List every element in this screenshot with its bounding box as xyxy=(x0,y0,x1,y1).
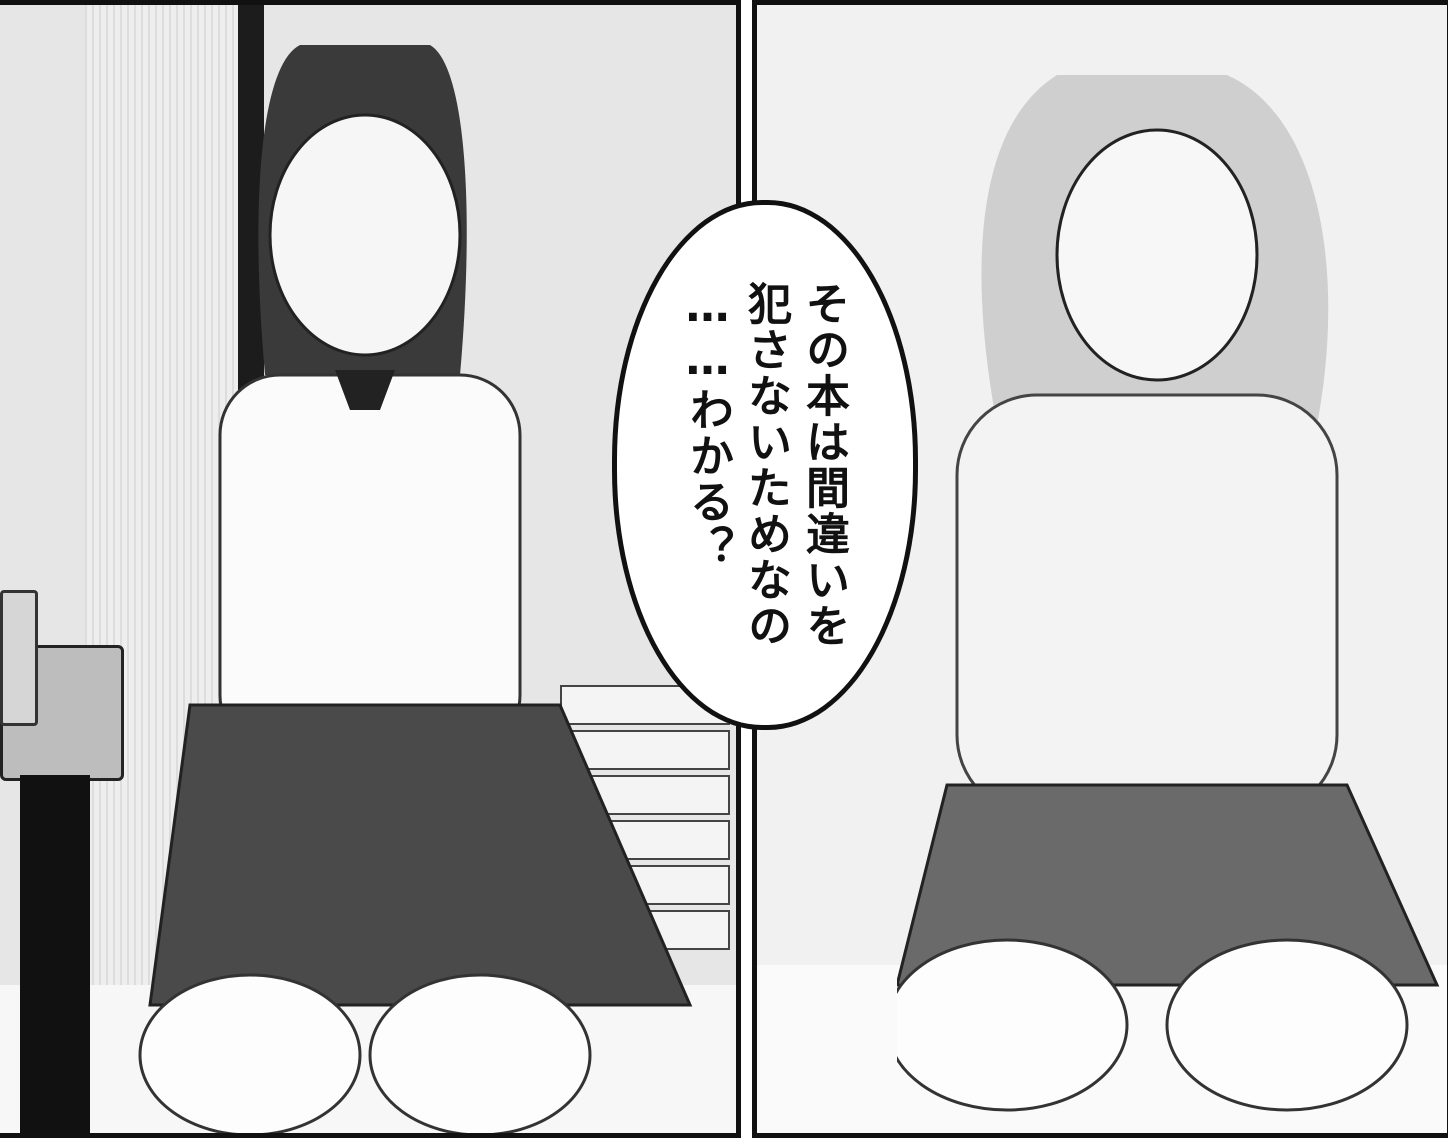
speech-line-3: ……わかる？ xyxy=(682,281,733,571)
speech-line-1: その本は間違いを xyxy=(798,281,849,649)
schoolgirl-figure xyxy=(138,45,693,1133)
speech-bubble: その本は間違いを 犯さないためなの ……わかる？ xyxy=(612,200,918,730)
left-panel xyxy=(0,0,741,1138)
floor xyxy=(0,985,736,1133)
speech-line-2: 犯さないためなの xyxy=(740,281,791,649)
glass-of-water xyxy=(0,590,38,726)
speech-text: その本は間違いを 犯さないためなの ……わかる？ xyxy=(678,281,852,649)
seated-figure xyxy=(897,75,1440,1112)
right-panel xyxy=(752,0,1448,1138)
